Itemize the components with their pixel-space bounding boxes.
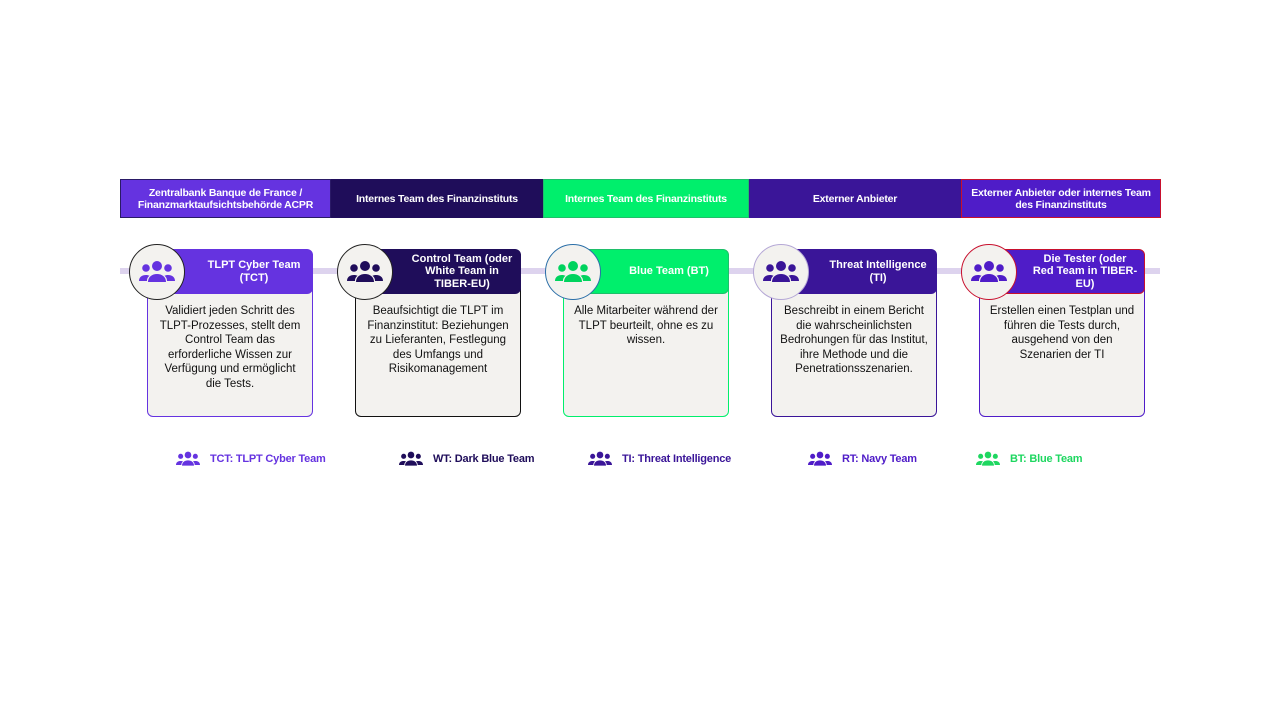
legend-label: TCT: TLPT Cyber Team [210, 453, 326, 465]
card-title: Control Team (oder White Team in TIBER-E… [411, 252, 513, 290]
team-icon [976, 451, 1000, 466]
legend-item-wt: WT: Dark Blue Team [399, 450, 535, 468]
card-tlpt-cyber-team: Validiert jeden Schritt des TLPT-Prozess… [129, 244, 313, 417]
card-control-team: Beaufsichtigt die TLPT im Finanzinstitut… [337, 244, 521, 417]
header-cell-central-bank: Zentralbank Banque de France / Finanzmar… [120, 179, 331, 218]
team-icon [176, 451, 200, 466]
team-icon [337, 244, 393, 300]
card-title: Blue Team (BT) [629, 265, 709, 278]
team-icon [588, 451, 612, 466]
card-title: Die Tester (oder Red Team in TIBER-EU) [1032, 252, 1138, 290]
card-body: Beaufsichtigt die TLPT im Finanzinstitut… [355, 273, 521, 417]
card-body: Erstellen einen Testplan und führen die … [979, 273, 1145, 417]
card-threat-intelligence: Beschreibt in einem Bericht die wahrsche… [753, 244, 937, 417]
legend-item-ti: TI: Threat Intelligence [588, 450, 731, 468]
header-row: Zentralbank Banque de France / Finanzmar… [120, 179, 1161, 218]
card-title: TLPT Cyber Team (TCT) [207, 259, 301, 284]
legend-item-rt: RT: Navy Team [808, 450, 917, 468]
team-icon [961, 244, 1017, 300]
card-blue-team: Alle Mitarbeiter während der TLPT beurte… [545, 244, 729, 417]
team-icon [545, 244, 601, 300]
header-cell-external-provider: Externer Anbieter [749, 179, 961, 218]
legend-label: WT: Dark Blue Team [433, 453, 535, 465]
header-cell-internal-team: Internes Team des Finanzinstituts [331, 179, 543, 218]
team-icon [753, 244, 809, 300]
card-title: Threat Intelligence (TI) [829, 259, 927, 284]
header-cell-external-or-internal: Externer Anbieter oder internes Team des… [961, 179, 1161, 218]
legend-label: BT: Blue Team [1010, 453, 1083, 465]
legend-label: RT: Navy Team [842, 453, 917, 465]
card-testers: Erstellen einen Testplan und führen die … [961, 244, 1145, 417]
legend-item-bt: BT: Blue Team [976, 450, 1083, 468]
legend-item-tct: TCT: TLPT Cyber Team [176, 450, 326, 468]
legend-label: TI: Threat Intelligence [622, 453, 732, 465]
header-cell-internal-team-2: Internes Team des Finanzinstituts [543, 179, 749, 218]
team-icon [129, 244, 185, 300]
team-icon [808, 451, 832, 466]
team-icon [399, 451, 423, 466]
card-body: Validiert jeden Schritt des TLPT-Prozess… [147, 273, 313, 417]
